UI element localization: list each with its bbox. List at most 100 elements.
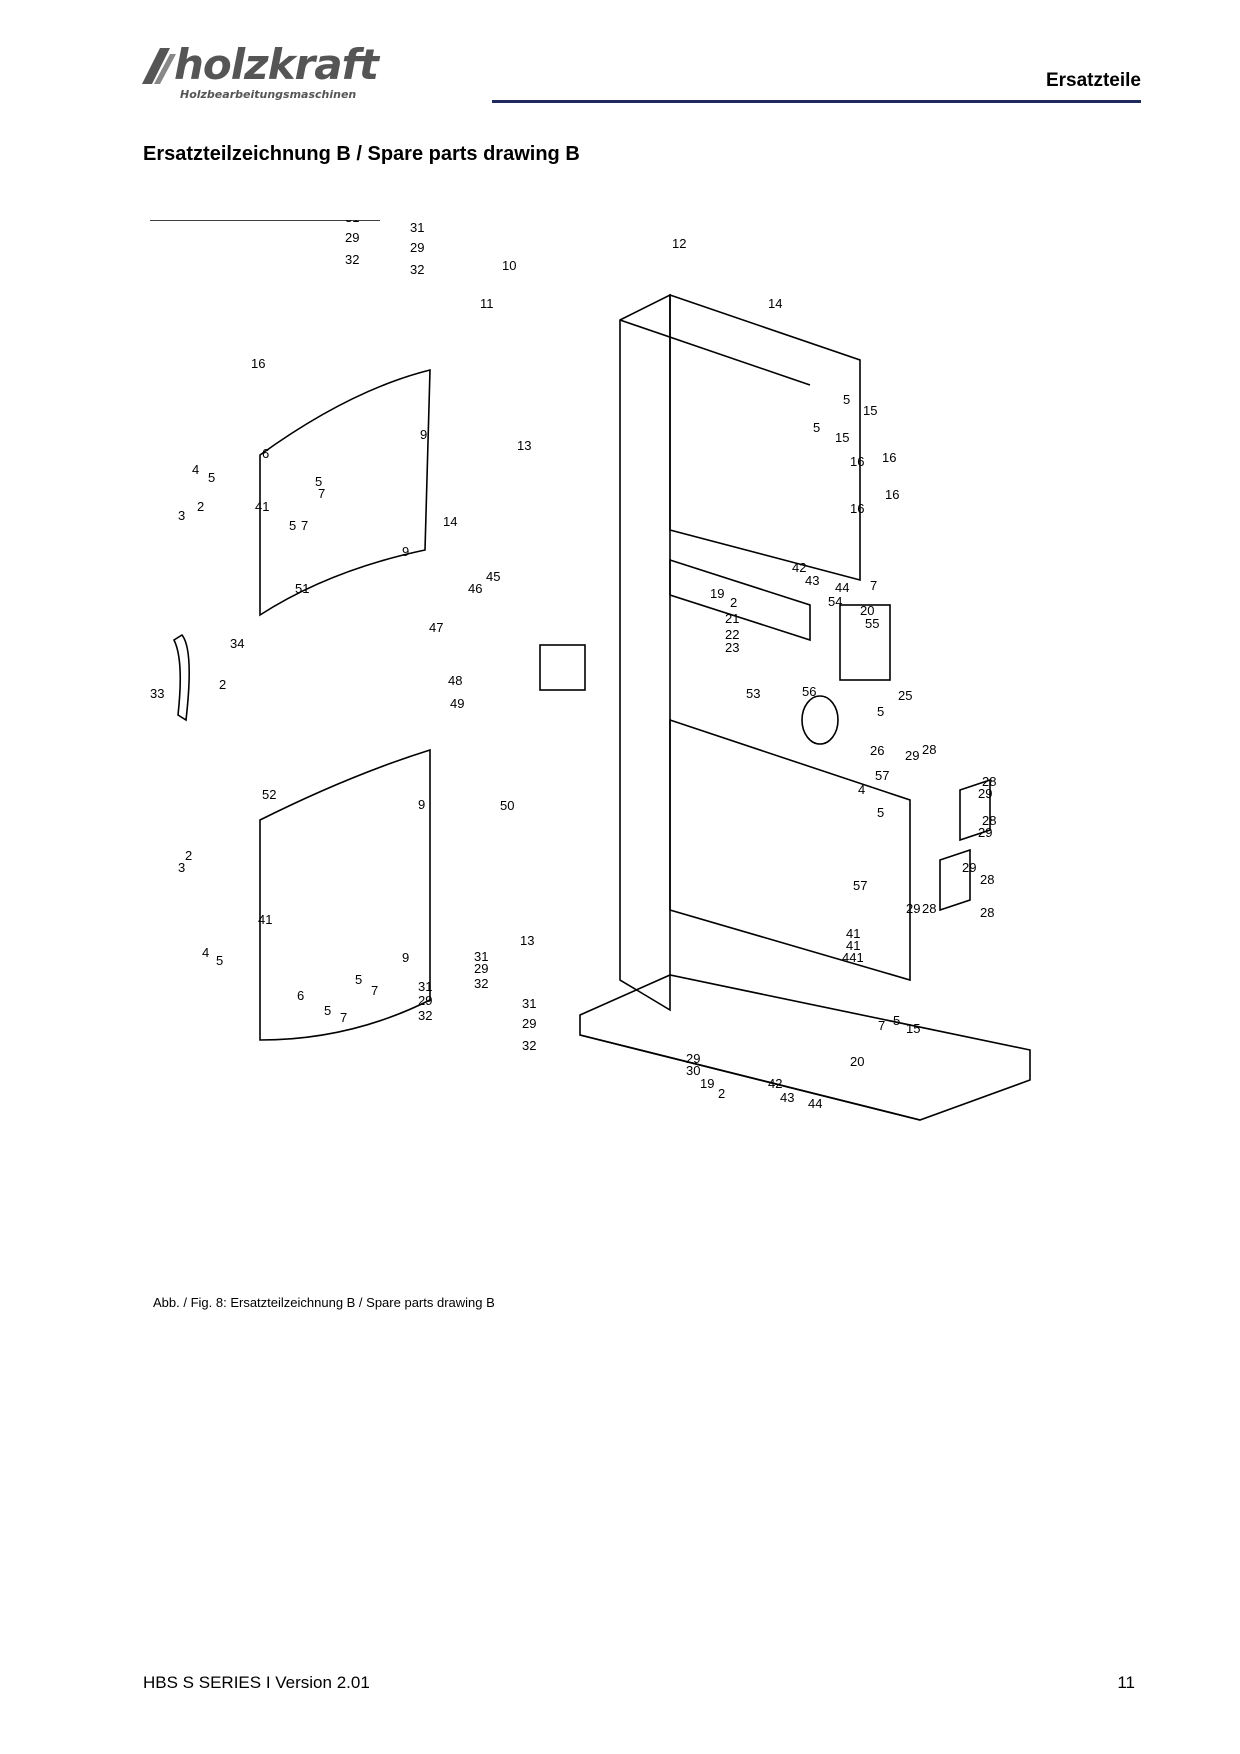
svg-text:48: 48: [448, 673, 462, 688]
svg-text:9: 9: [418, 797, 425, 812]
svg-text:45: 45: [486, 569, 500, 584]
svg-text:10: 10: [502, 258, 516, 273]
section-label: Ersatzteile: [1045, 70, 1141, 91]
svg-text:5: 5: [216, 953, 223, 968]
svg-text:41: 41: [846, 938, 860, 953]
svg-text:46: 46: [468, 581, 482, 596]
svg-text:56: 56: [802, 684, 816, 699]
svg-text:41: 41: [846, 926, 860, 941]
svg-text:5: 5: [893, 1013, 900, 1028]
svg-text:29: 29: [686, 1051, 700, 1066]
svg-text:42: 42: [792, 560, 806, 575]
svg-text:16: 16: [885, 487, 899, 502]
svg-text:29: 29: [522, 1016, 536, 1031]
svg-text:5: 5: [355, 972, 362, 987]
svg-text:54: 54: [828, 594, 842, 609]
svg-text:28: 28: [980, 872, 994, 887]
svg-text:19: 19: [700, 1076, 714, 1091]
svg-text:9: 9: [402, 950, 409, 965]
svg-text:5: 5: [208, 470, 215, 485]
svg-text:5: 5: [324, 1003, 331, 1018]
svg-text:43: 43: [780, 1090, 794, 1105]
svg-text:2: 2: [219, 677, 226, 692]
svg-text:32: 32: [410, 262, 424, 277]
svg-text:31: 31: [522, 996, 536, 1011]
svg-text:57: 57: [853, 878, 867, 893]
svg-text:5: 5: [315, 474, 322, 489]
svg-text:25: 25: [898, 688, 912, 703]
svg-text:32: 32: [418, 1008, 432, 1023]
svg-text:42: 42: [768, 1076, 782, 1091]
svg-text:21: 21: [725, 611, 739, 626]
svg-text:26: 26: [870, 743, 884, 758]
svg-text:5: 5: [843, 392, 850, 407]
svg-text:29: 29: [978, 825, 992, 840]
svg-text:7: 7: [878, 1018, 885, 1033]
page-heading: Ersatzteilzeichnung B / Spare parts draw…: [143, 143, 580, 165]
svg-text:29: 29: [418, 993, 432, 1008]
svg-text:19: 19: [710, 586, 724, 601]
svg-text:7: 7: [340, 1010, 347, 1025]
svg-text:29: 29: [474, 961, 488, 976]
svg-text:16: 16: [850, 454, 864, 469]
svg-text:16: 16: [882, 450, 896, 465]
footer-page-number: 11: [1117, 1673, 1135, 1692]
svg-text:34: 34: [230, 636, 244, 651]
footer-document-title: HBS S SERIES I Version 2.01: [143, 1673, 370, 1692]
svg-text:5: 5: [289, 518, 296, 533]
logo-text: holzkraft: [174, 40, 379, 89]
svg-text:15: 15: [863, 403, 877, 418]
svg-text:28: 28: [982, 774, 996, 789]
svg-text:7: 7: [870, 578, 877, 593]
svg-text:53: 53: [746, 686, 760, 701]
svg-text:29: 29: [410, 240, 424, 255]
svg-text:22: 22: [725, 627, 739, 642]
svg-text:28: 28: [922, 901, 936, 916]
svg-text:16: 16: [251, 356, 265, 371]
svg-text:12: 12: [672, 236, 686, 251]
svg-text:11: 11: [480, 296, 494, 311]
svg-text:2: 2: [185, 848, 192, 863]
svg-text:28: 28: [982, 813, 996, 828]
svg-text:16: 16: [850, 501, 864, 516]
svg-text:31: 31: [474, 949, 488, 964]
svg-text:44: 44: [808, 1096, 822, 1111]
svg-text:31: 31: [410, 220, 424, 235]
svg-text:32: 32: [345, 252, 359, 267]
svg-text:2: 2: [197, 499, 204, 514]
svg-text:9: 9: [402, 544, 409, 559]
svg-text:3: 3: [178, 860, 185, 875]
svg-text:13: 13: [517, 438, 531, 453]
svg-text:50: 50: [500, 798, 514, 813]
svg-text:29: 29: [345, 230, 359, 245]
svg-text:29: 29: [978, 786, 992, 801]
svg-text:4: 4: [202, 945, 209, 960]
svg-text:5: 5: [877, 805, 884, 820]
svg-text:41: 41: [255, 499, 269, 514]
svg-text:44: 44: [835, 580, 849, 595]
svg-text:31: 31: [345, 220, 359, 225]
svg-text:20: 20: [850, 1054, 864, 1069]
svg-text:13: 13: [520, 933, 534, 948]
svg-text:4: 4: [858, 782, 865, 797]
svg-text:7: 7: [301, 518, 308, 533]
logo-subtext: Holzbearbeitungsmaschinen: [180, 88, 357, 101]
svg-text:43: 43: [805, 573, 819, 588]
svg-text:5: 5: [813, 420, 820, 435]
svg-text:6: 6: [262, 446, 269, 461]
svg-text:4: 4: [192, 462, 199, 477]
svg-text:23: 23: [725, 640, 739, 655]
svg-text:15: 15: [906, 1021, 920, 1036]
svg-text:41: 41: [258, 912, 272, 927]
svg-text:2: 2: [718, 1086, 725, 1101]
svg-text:33: 33: [150, 686, 164, 701]
svg-text:7: 7: [371, 983, 378, 998]
svg-text:29: 29: [906, 901, 920, 916]
svg-text:5: 5: [877, 704, 884, 719]
svg-text:20: 20: [860, 603, 874, 618]
svg-text:15: 15: [835, 430, 849, 445]
svg-text:52: 52: [262, 787, 276, 802]
figure-caption: Abb. / Fig. 8: Ersatzteilzeichnung B / S…: [153, 1295, 495, 1310]
svg-text:441: 441: [842, 950, 864, 965]
